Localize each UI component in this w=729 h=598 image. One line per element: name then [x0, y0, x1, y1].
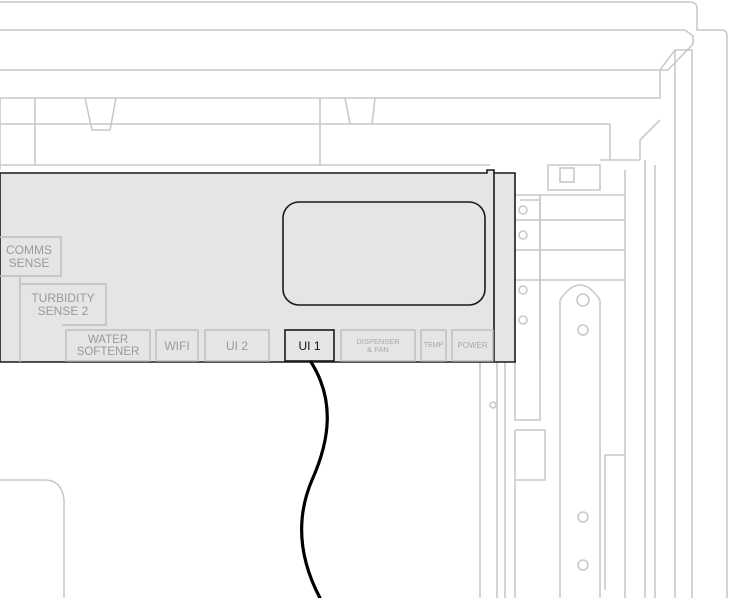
turbidity-sense-label-line1: TURBIDITY — [31, 291, 95, 306]
wifi-socket — [155, 329, 199, 362]
ui1-label: UI 1 — [298, 338, 321, 353]
ui1-socket — [284, 329, 335, 362]
dispenser-fan-label-line2: & FAN — [367, 345, 389, 354]
water-softener-label-line1: WATER — [87, 333, 129, 346]
comms-sense-label: COMMS SENSE — [0, 240, 58, 274]
temp-socket — [420, 329, 447, 362]
connector-sockets — [0, 236, 494, 362]
comms-sense-label-line2: SENSE — [8, 256, 50, 270]
temp-label: TEMP — [423, 342, 444, 350]
turbidity-sense-socket — [19, 276, 107, 362]
dispenser-socket — [340, 329, 416, 362]
board-display-window — [282, 201, 486, 306]
wifi-label: WIFI — [164, 338, 190, 353]
turbidity-sense-label: TURBIDITY SENSE 2 — [22, 288, 104, 322]
turbidity-sense-label-line2: SENSE 2 — [37, 304, 89, 318]
ui2-socket — [204, 329, 270, 362]
power-socket — [451, 329, 494, 362]
ui2-label: UI 2 — [225, 338, 248, 353]
comms-sense-socket — [0, 236, 62, 277]
dispenser-fan-label: DISPENSER & FAN — [341, 331, 415, 361]
ui1-cable — [300, 360, 329, 598]
water-softener-label-line2: SOFTENER — [76, 346, 140, 358]
comms-sense-label-line1: COMMS — [6, 243, 52, 258]
water-softener-label: WATER SOFTENER — [66, 331, 150, 361]
power-label: POWER — [457, 340, 488, 350]
control-board — [0, 169, 516, 363]
water-softener-socket — [65, 329, 151, 362]
dispenser-fan-label-line1: DISPENSER — [356, 337, 400, 347]
